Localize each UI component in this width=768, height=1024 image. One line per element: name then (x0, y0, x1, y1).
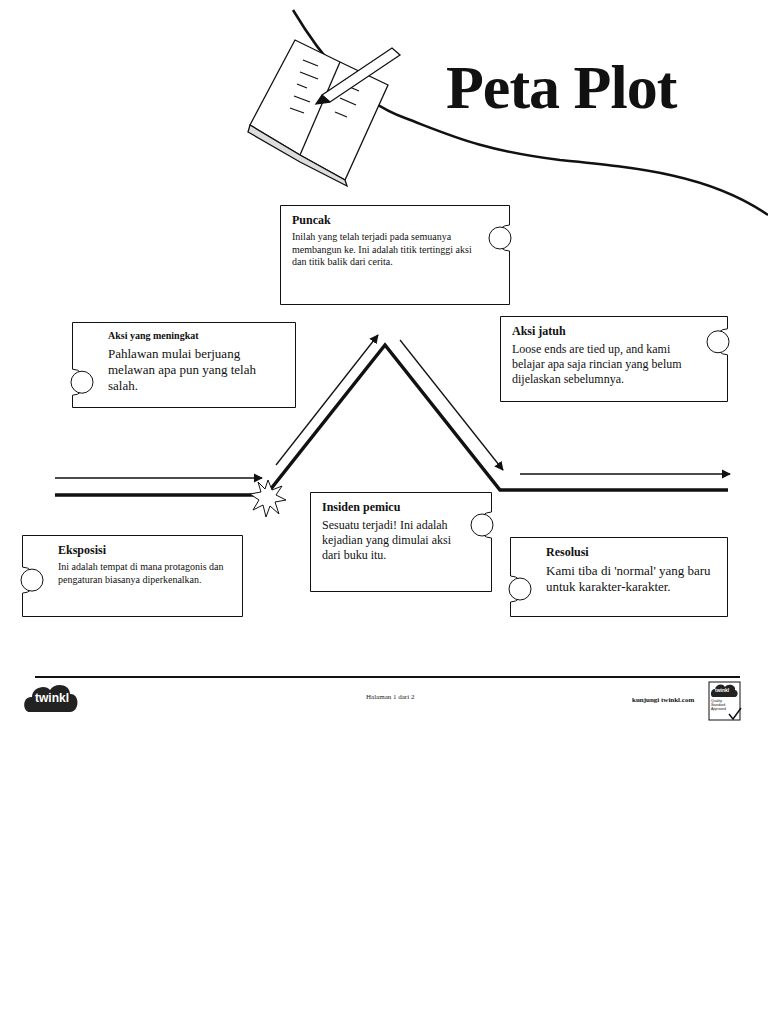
page-title: Peta Plot (446, 52, 676, 123)
book-icon (248, 40, 400, 186)
ticket-hole (489, 227, 511, 249)
exposition-box: EksposisiIni adalah tempat di mana prota… (22, 535, 243, 617)
page-number: Halaman 1 dari 2 (366, 694, 414, 702)
box-heading: Puncak (292, 213, 474, 228)
box-heading: Eksposisi (58, 543, 233, 558)
footer-rule (35, 676, 740, 678)
box-body: Sesuatu terjadi! Ini adalah kejadian yan… (322, 518, 456, 563)
logo-text: twinkl (35, 692, 69, 705)
ticket-hole (509, 578, 531, 600)
ticket-hole (707, 331, 729, 353)
badge-logo-text: twinkl (715, 688, 729, 694)
quality-badge (709, 682, 740, 720)
box-body: Inilah yang telah terjadi pada semuanya … (292, 231, 474, 269)
falling-action-box: Aksi jatuhLoose ends are tied up, and ka… (500, 316, 728, 402)
ticket-hole (471, 514, 493, 536)
starburst (250, 480, 286, 517)
box-body: Kami tiba di 'normal' yang baru untuk ka… (546, 563, 718, 596)
box-heading: Resolusi (546, 545, 718, 560)
ticket-border (311, 493, 492, 592)
box-body: Pahlawan mulai berjuang melawan apa pun … (108, 346, 286, 395)
twinkl-logo-cloud (24, 685, 77, 712)
ticket-border (511, 538, 728, 617)
ticket-hole (71, 371, 93, 393)
ticket-border (23, 536, 243, 617)
ticket-border (281, 206, 510, 305)
box-heading: Insiden pemicu (322, 500, 456, 515)
climax-box: PuncakInilah yang telah terjadi pada sem… (280, 205, 510, 305)
badge-tick (729, 708, 741, 719)
badge-text: Quality Standard Approved (711, 700, 733, 712)
inciting-incident-box: Insiden pemicuSesuatu terjadi! Ini adala… (310, 492, 492, 592)
website: kunjungi twinkl.com (632, 697, 694, 705)
box-heading: Aksi jatuh (512, 324, 692, 339)
ticket-border (73, 323, 296, 408)
box-body: Loose ends are tied up, and kami belajar… (512, 342, 692, 387)
badge-cloud (711, 685, 738, 697)
box-heading: Aksi yang meningkat (108, 330, 286, 343)
rising-action-box: Aksi yang meningkatPahlawan mulai berjua… (72, 322, 296, 408)
resolution-box: ResolusiKami tiba di 'normal' yang baru … (510, 537, 728, 617)
box-body: Ini adalah tempat di mana protagonis dan… (58, 561, 233, 586)
ticket-border (501, 317, 728, 402)
ticket-hole (21, 569, 43, 591)
